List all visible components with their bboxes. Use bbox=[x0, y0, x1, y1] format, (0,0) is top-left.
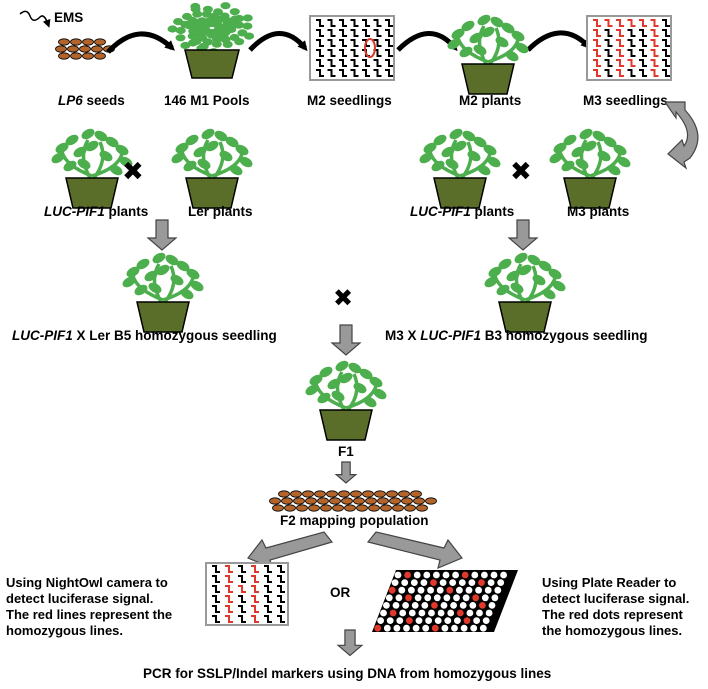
luc-pif1-plants-label-right: LUC-PIF1 plants bbox=[410, 204, 514, 219]
curved-arrow-3 bbox=[396, 31, 458, 52]
m3-seedlings-plate bbox=[586, 15, 672, 81]
right-cross-label: M3 X LUC-PIF1 B3 homozygous seedling bbox=[385, 328, 648, 343]
left-homozygous-plant bbox=[122, 252, 204, 333]
m1-pools-plant bbox=[167, 2, 255, 79]
left-cross-label: LUC-PIF1 X Ler B5 homozygous seedling bbox=[12, 328, 277, 343]
curved-arrow-4 bbox=[526, 30, 591, 52]
f2-seeds-pile bbox=[269, 490, 437, 512]
cross-icon-right: ✖ bbox=[510, 157, 532, 187]
m3-plant bbox=[549, 128, 631, 209]
m2-seedlings-plate bbox=[309, 15, 395, 81]
m3-seedlings-label: M3 seedlings bbox=[583, 93, 668, 108]
m2-seedlings-label: M2 seedlings bbox=[307, 93, 392, 108]
ler-plants-label: Ler plants bbox=[188, 204, 253, 219]
f1-label: F1 bbox=[338, 444, 354, 459]
ems-label: EMS bbox=[54, 10, 83, 25]
nightowl-method-text: Using NightOwl camera to detect lucifera… bbox=[6, 575, 176, 638]
curved-arrow-1 bbox=[106, 31, 175, 54]
down-arrow-right-1 bbox=[507, 219, 539, 251]
f1-plant bbox=[305, 360, 387, 441]
f2-label: F2 mapping population bbox=[280, 513, 429, 528]
diagonal-arrow-right bbox=[366, 531, 463, 570]
down-arrow-center-3 bbox=[336, 629, 364, 657]
plate-reader-plate bbox=[372, 570, 518, 632]
plate-reader-method-text: Using Plate Reader to detect luciferase … bbox=[542, 575, 693, 638]
cross-icon-left: ✖ bbox=[122, 157, 144, 187]
pcr-label: PCR for SSLP/Indel markers using DNA fro… bbox=[143, 666, 551, 681]
cross-icon-center: ✖ bbox=[333, 284, 353, 312]
curved-arrow-2 bbox=[248, 31, 308, 52]
m1-pools-label: 146 M1 Pools bbox=[164, 93, 250, 108]
nightowl-plate bbox=[205, 562, 289, 626]
luc-pif1-plant-right bbox=[419, 128, 501, 209]
luc-pif1-plant-left bbox=[51, 128, 133, 209]
ler-plant bbox=[171, 128, 253, 209]
lp6-seeds-pile bbox=[55, 38, 115, 60]
down-arrow-left-1 bbox=[146, 219, 178, 251]
right-homozygous-plant bbox=[484, 252, 566, 333]
m2-plant bbox=[447, 14, 529, 95]
lp6-seeds-label: LP6 seeds bbox=[58, 93, 125, 108]
or-label: OR bbox=[330, 585, 351, 600]
curved-grey-arrow bbox=[663, 101, 699, 170]
ems-arrow bbox=[19, 10, 51, 28]
m2-plants-label: M2 plants bbox=[459, 93, 521, 108]
down-arrow-center-2 bbox=[334, 461, 358, 484]
down-arrow-center-1 bbox=[330, 324, 362, 356]
luc-pif1-plants-label-left: LUC-PIF1 plants bbox=[44, 204, 148, 219]
m3-plants-label: M3 plants bbox=[567, 204, 629, 219]
